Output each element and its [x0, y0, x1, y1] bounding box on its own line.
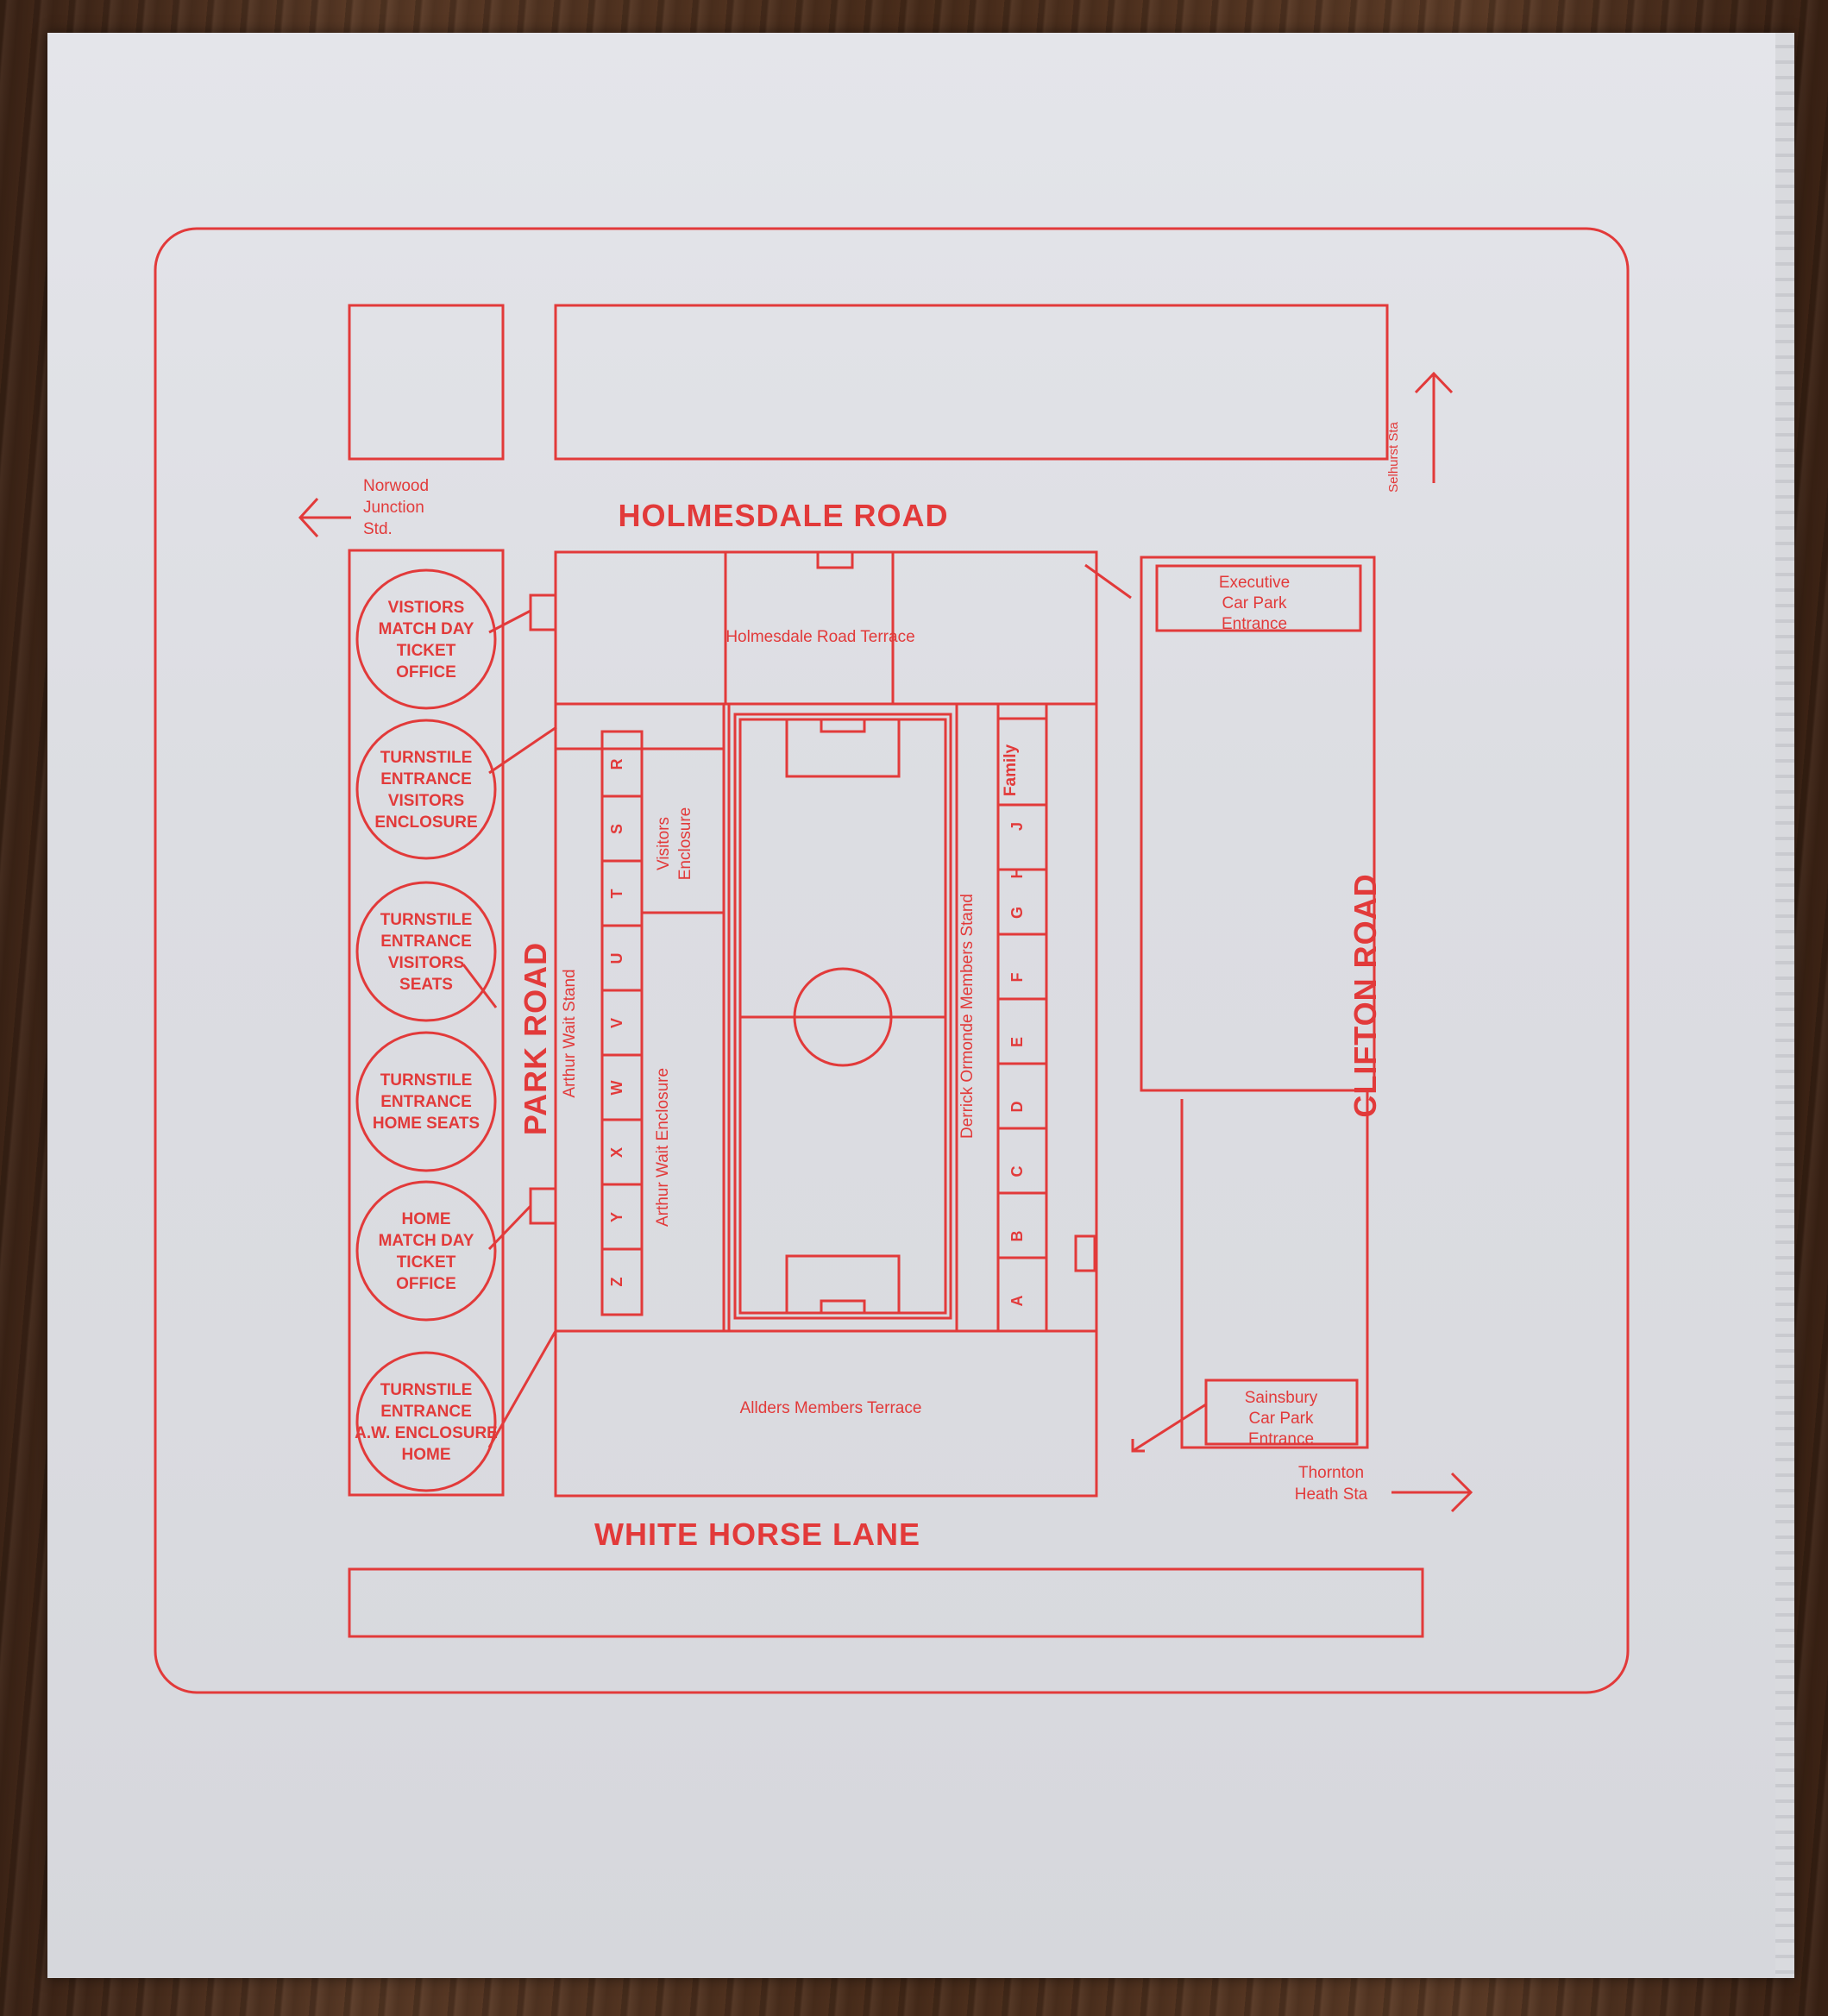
visitors-enclosure-line-2: Enclosure	[676, 807, 694, 881]
family-label: Family	[1002, 744, 1020, 796]
pitch-outline	[733, 713, 952, 1320]
circle-turnstile-visitors-seats	[355, 881, 497, 1022]
penalty-area-south	[785, 1254, 901, 1315]
circle-5-line-4: OFFICE	[396, 1275, 456, 1293]
top-building-row	[554, 304, 1389, 461]
perforated-edge	[1775, 33, 1794, 1978]
circle-4-line-2: ENTRANCE	[380, 1093, 472, 1111]
block-letter-r: R	[608, 759, 625, 770]
circle-6-line-3: A.W. ENCLOSURE	[355, 1424, 498, 1442]
circle-turnstile-home-seats	[355, 1031, 497, 1172]
white-horse-lane-label: WHITE HORSE LANE	[594, 1517, 920, 1552]
norwood-station-line-2: Junction	[363, 499, 424, 517]
sainsbury-car-park-box	[1204, 1379, 1359, 1446]
circle-2-line-2: ENTRANCE	[380, 770, 472, 788]
norwood-station-line-3: Std.	[363, 520, 393, 538]
sainsbury-car-park-line-3: Entrance	[1248, 1430, 1314, 1448]
block-letter-b: B	[1008, 1231, 1026, 1242]
circle-1-line-1: VISTIORS	[388, 599, 465, 617]
block-letter-d: D	[1008, 1102, 1026, 1113]
allders-terrace-block	[554, 1329, 1098, 1498]
selhurst-station-label: Selhurst Sta	[1386, 421, 1401, 492]
map-frame	[154, 227, 1630, 1694]
arthur-wait-stand-label: Arthur Wait Stand	[561, 969, 579, 1097]
circle-2-line-4: ENCLOSURE	[374, 813, 477, 832]
thornton-station-line-1: Thornton	[1298, 1464, 1364, 1482]
holmesdale-road-label: HOLMESDALE ROAD	[619, 498, 949, 533]
arrow-left-icon	[298, 497, 351, 538]
block-letter-f: F	[1008, 973, 1026, 983]
block-letter-h: H	[1008, 868, 1026, 879]
circle-6-line-2: ENTRANCE	[380, 1403, 472, 1421]
block-letter-e: E	[1008, 1037, 1026, 1047]
block-letter-t: T	[608, 889, 625, 899]
circle-5-line-2: MATCH DAY	[379, 1232, 474, 1250]
stadium-outline	[554, 550, 1098, 1498]
circle-3-line-2: ENTRANCE	[380, 933, 472, 951]
arthur-wait-enclosure-label: Arthur Wait Enclosure	[654, 1068, 672, 1227]
arrow-right-icon	[1391, 1472, 1473, 1513]
block-letter-c: C	[1008, 1166, 1026, 1178]
clifton-road-label: CLIFTON ROAD	[1347, 873, 1383, 1117]
norwood-station-line-1: Norwood	[363, 477, 429, 495]
executive-car-park-area	[1140, 556, 1376, 1092]
block-letter-x: X	[608, 1147, 625, 1158]
executive-car-park-box	[1155, 564, 1362, 632]
circle-1-line-3: TICKET	[397, 642, 456, 660]
executive-car-park-line-3: Entrance	[1222, 615, 1287, 633]
visitors-enclosure-line-1: Visitors	[655, 817, 673, 870]
sainsbury-car-park-line-1: Sainsbury	[1245, 1389, 1318, 1407]
circle-3-line-1: TURNSTILE	[380, 911, 473, 929]
block-letter-g: G	[1008, 907, 1026, 919]
block-letter-a: A	[1008, 1296, 1026, 1307]
ticket-card: HOLMESDALE ROAD WHITE HORSE LANE PARK RO…	[47, 33, 1794, 1978]
circle-turnstile-visitors-enclosure	[355, 719, 497, 860]
block-letter-w: W	[608, 1081, 625, 1096]
ground-map: HOLMESDALE ROAD WHITE HORSE LANE PARK RO…	[154, 227, 1630, 1694]
block-letter-u: U	[608, 953, 625, 964]
block-letter-s: S	[608, 824, 625, 834]
bottom-building-row	[348, 1567, 1424, 1638]
top-left-building	[348, 304, 505, 461]
circle-4-line-1: TURNSTILE	[380, 1071, 473, 1090]
sainsbury-car-park-line-2: Car Park	[1249, 1410, 1314, 1428]
thornton-station-line-2: Heath Sta	[1295, 1485, 1368, 1504]
circle-2-line-3: VISITORS	[388, 792, 464, 810]
circle-6-line-4: HOME	[402, 1446, 451, 1464]
penalty-area-north	[785, 718, 901, 778]
circle-1-line-2: MATCH DAY	[379, 620, 474, 638]
circle-turnstile-aw-enclosure	[355, 1351, 497, 1492]
circle-visitors-ticket-office	[355, 568, 497, 710]
arrow-down-left-icon	[1131, 1439, 1145, 1453]
derrick-ormonde-stand-label: Derrick Ormonde Members Stand	[958, 894, 977, 1139]
circle-1-line-4: OFFICE	[396, 663, 456, 681]
executive-car-park-line-2: Car Park	[1222, 594, 1287, 612]
block-letter-j: J	[1008, 822, 1026, 831]
block-letter-y: Y	[608, 1212, 625, 1222]
allders-terrace-label: Allders Members Terrace	[740, 1399, 922, 1417]
park-road-label: PARK ROAD	[518, 942, 553, 1135]
circle-3-line-3: VISITORS	[388, 954, 464, 972]
block-letter-v: V	[608, 1018, 625, 1028]
circle-5-line-3: TICKET	[397, 1253, 456, 1272]
block-letter-z: Z	[608, 1278, 625, 1287]
park-road-strip	[348, 549, 505, 1497]
centre-circle	[793, 967, 893, 1067]
circle-6-line-1: TURNSTILE	[380, 1381, 473, 1399]
executive-car-park-line-1: Executive	[1219, 574, 1290, 592]
circle-4-line-3: HOME SEATS	[373, 1115, 480, 1133]
arrow-up-icon	[1414, 371, 1454, 483]
circle-3-line-4: SEATS	[399, 976, 453, 994]
circle-home-ticket-office	[355, 1180, 497, 1322]
holmesdale-terrace-label: Holmesdale Road Terrace	[726, 628, 914, 646]
circle-5-line-1: HOME	[402, 1210, 451, 1228]
circle-2-line-1: TURNSTILE	[380, 749, 473, 767]
